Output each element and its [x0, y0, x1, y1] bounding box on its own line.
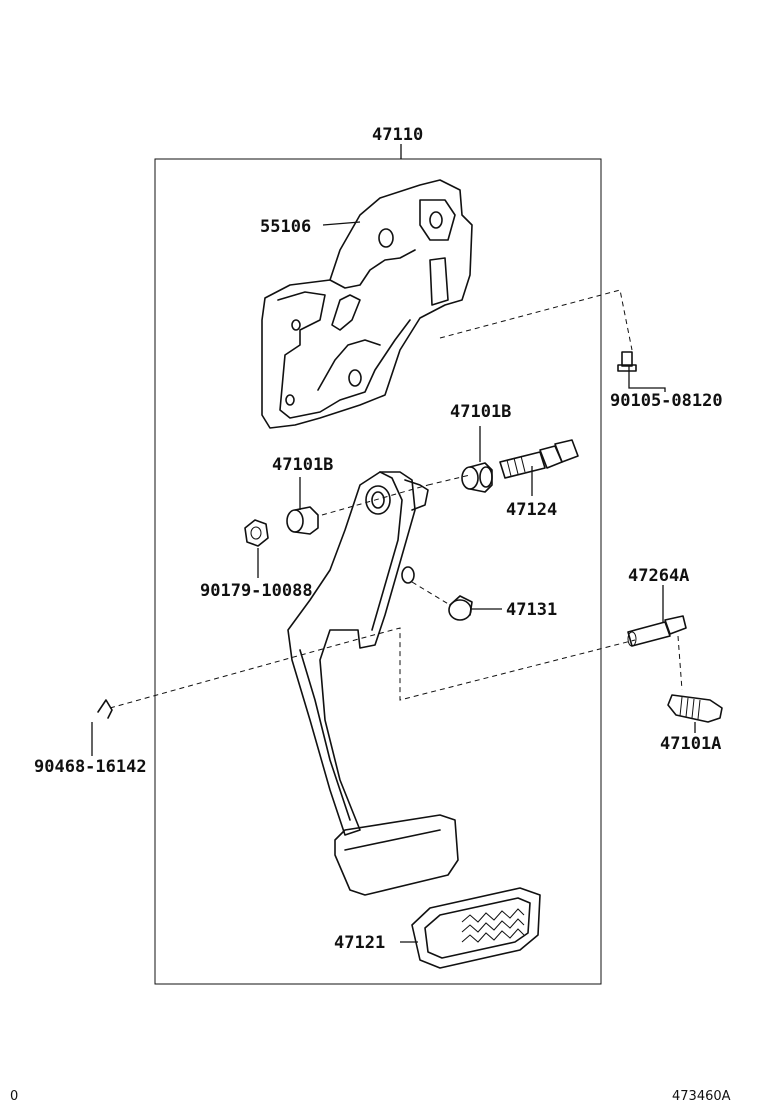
pedal-pad-drawing: [411, 887, 541, 969]
cushion-drawing: [667, 694, 723, 723]
leader-lines: [91, 221, 696, 943]
pivot-bolt-drawing: [499, 439, 579, 479]
bushing-left-drawing: [286, 506, 319, 535]
bolt-top-drawing: [617, 351, 637, 372]
switch-pin-drawing: [627, 615, 687, 647]
label-pivot-bolt: 47124: [506, 500, 557, 520]
bushing-right-drawing: [461, 462, 493, 493]
footer-code: 473460A: [672, 1089, 731, 1104]
footer-left: 0: [10, 1089, 18, 1104]
label-pedal-pad: 47121: [334, 933, 385, 953]
label-nut: 90179-10088: [200, 581, 313, 601]
pedal-arm-drawing: [287, 471, 459, 896]
label-bushing-left: 47101B: [272, 455, 333, 475]
label-bushing-right: 47101B: [450, 402, 511, 422]
label-clip: 90468-16142: [34, 757, 147, 777]
assembly-frame: [154, 144, 602, 985]
label-assembly: 47110: [372, 125, 423, 145]
pedal-bracket-drawing: [261, 179, 473, 429]
clip-drawing: [97, 699, 113, 719]
label-cushion: 47101A: [660, 734, 721, 754]
stopper-drawing: [448, 595, 473, 621]
label-stopper: 47131: [506, 600, 557, 620]
label-switch-pin: 47264A: [628, 566, 689, 586]
nut-drawing: [244, 519, 269, 547]
label-bolt-top: 90105-08120: [610, 391, 723, 411]
assembly-lines: [109, 289, 683, 709]
label-bracket: 55106: [260, 217, 311, 237]
